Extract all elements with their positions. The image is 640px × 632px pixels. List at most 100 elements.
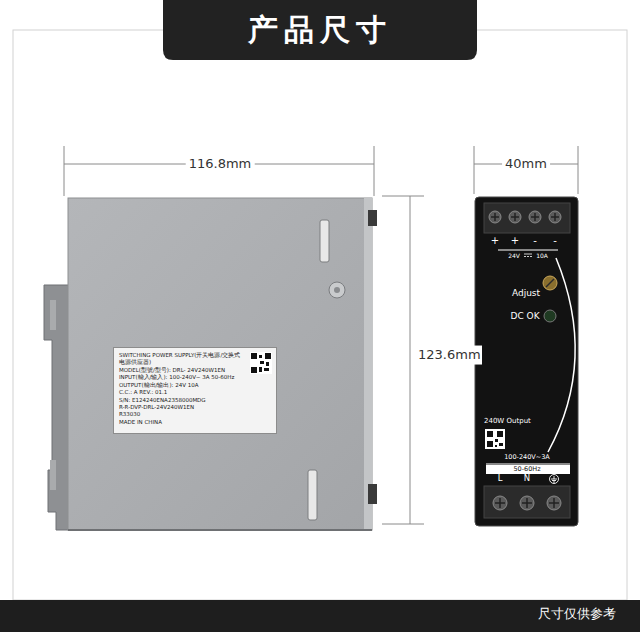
front-view [544,310,556,322]
front-view [493,496,561,510]
side-view [68,198,372,530]
dimension-line [382,196,424,197]
qr-code [265,353,271,359]
label-text: MODEL(型號/型号): DRL- 24V240W1EN [119,367,243,374]
front-view [495,498,559,508]
front-view [475,197,578,526]
qr-code [251,367,257,373]
front-view [529,211,541,223]
side-view [50,460,56,490]
front-view [486,464,570,465]
label-text: MADE IN CHINA [119,419,243,426]
spec-label: SWITCHING POWER SUPPLY(开关电源/交换式电源供应器)MOD… [113,347,277,434]
front-view [524,254,532,257]
front-view [495,439,498,442]
front-view [498,250,558,251]
front-view [489,211,561,223]
qr-code [259,355,262,358]
terminal-sign: + [491,235,499,247]
front-view [534,213,536,221]
front-view [526,498,528,508]
front-view [485,429,505,449]
side-view [50,300,56,330]
front-view [543,276,557,290]
title-banner [163,0,477,60]
dimension-label: 40mm [502,157,550,172]
front-view [527,256,529,257]
ground-symbol [551,479,557,480]
front-view [475,197,578,526]
front-view [499,443,503,446]
ground-symbol [552,480,556,481]
dimension-line [382,524,424,525]
front-view [524,256,526,257]
indicator-label: DC OK [510,311,539,321]
label-text: INPUT(輸入/输入): 100-240V~ 3A 50-60Hz [119,374,243,381]
front-view [546,279,554,287]
front-view [487,431,493,437]
terminal-sign: N [524,474,530,484]
front-view [509,211,521,223]
qr-code [251,353,257,359]
output-label: 240W Output [484,417,531,425]
title: 产品尺寸 [248,13,392,48]
rating-text: 24V [508,252,520,259]
side-view [368,484,377,504]
frame [13,30,627,600]
ground-symbol [550,475,559,484]
front-view [489,211,501,223]
front-view [486,465,570,474]
terminal-sign: - [533,235,537,247]
front-view [487,441,493,447]
ground-symbol [553,482,555,483]
label-text: S/N: E124240ENA2358000MDG [119,397,243,404]
terminal-sign: L [498,474,503,484]
side-view [329,282,345,298]
front-view [484,203,570,233]
control-label: Adjust [512,288,540,298]
input-rating: 50-60Hz [513,466,540,473]
front-view [484,486,570,518]
front-view [495,445,497,447]
qr-code [250,352,272,374]
caption: 尺寸仅供参考 [538,607,616,622]
front-view [524,254,532,255]
front-view [554,213,556,221]
front-view [520,496,534,510]
front-view [497,431,503,437]
qr-code [250,352,272,374]
side-view [308,470,317,520]
dimension-line [578,146,579,194]
dimension-label: 116.8mm [186,157,255,172]
ground-symbol [550,475,559,484]
side-view [44,198,377,530]
caption-bar [0,600,640,632]
front-view [499,498,501,508]
qr-code [260,361,264,364]
dimension-label: 123.6mm [417,346,482,365]
label-text: R33030 [119,411,243,418]
front-view [487,431,503,447]
qr-code [264,368,269,371]
label-text: R-R-DVP-DRL-24V240W1EN [119,404,243,411]
qr-code [259,367,262,372]
label-text: SWITCHING POWER SUPPLY(开关电源/交换式电源供应器) [119,352,243,367]
side-view [334,287,340,293]
label-text: OUTPUT(輸出/输出): 24V 10A [119,382,243,389]
front-view [553,498,555,508]
terminal-sign: + [511,235,519,247]
side-view [320,220,329,262]
side-view [364,198,372,530]
dimension-line [410,196,411,524]
front-view [491,213,559,221]
rating-text: 10A [536,252,548,259]
dimension-line [474,146,475,194]
qr-code [266,362,269,366]
side-view [68,529,372,531]
input-rating: 100-240V~3A [504,454,550,461]
side-view [44,285,70,530]
front-view [547,496,561,510]
front-view [493,496,507,510]
